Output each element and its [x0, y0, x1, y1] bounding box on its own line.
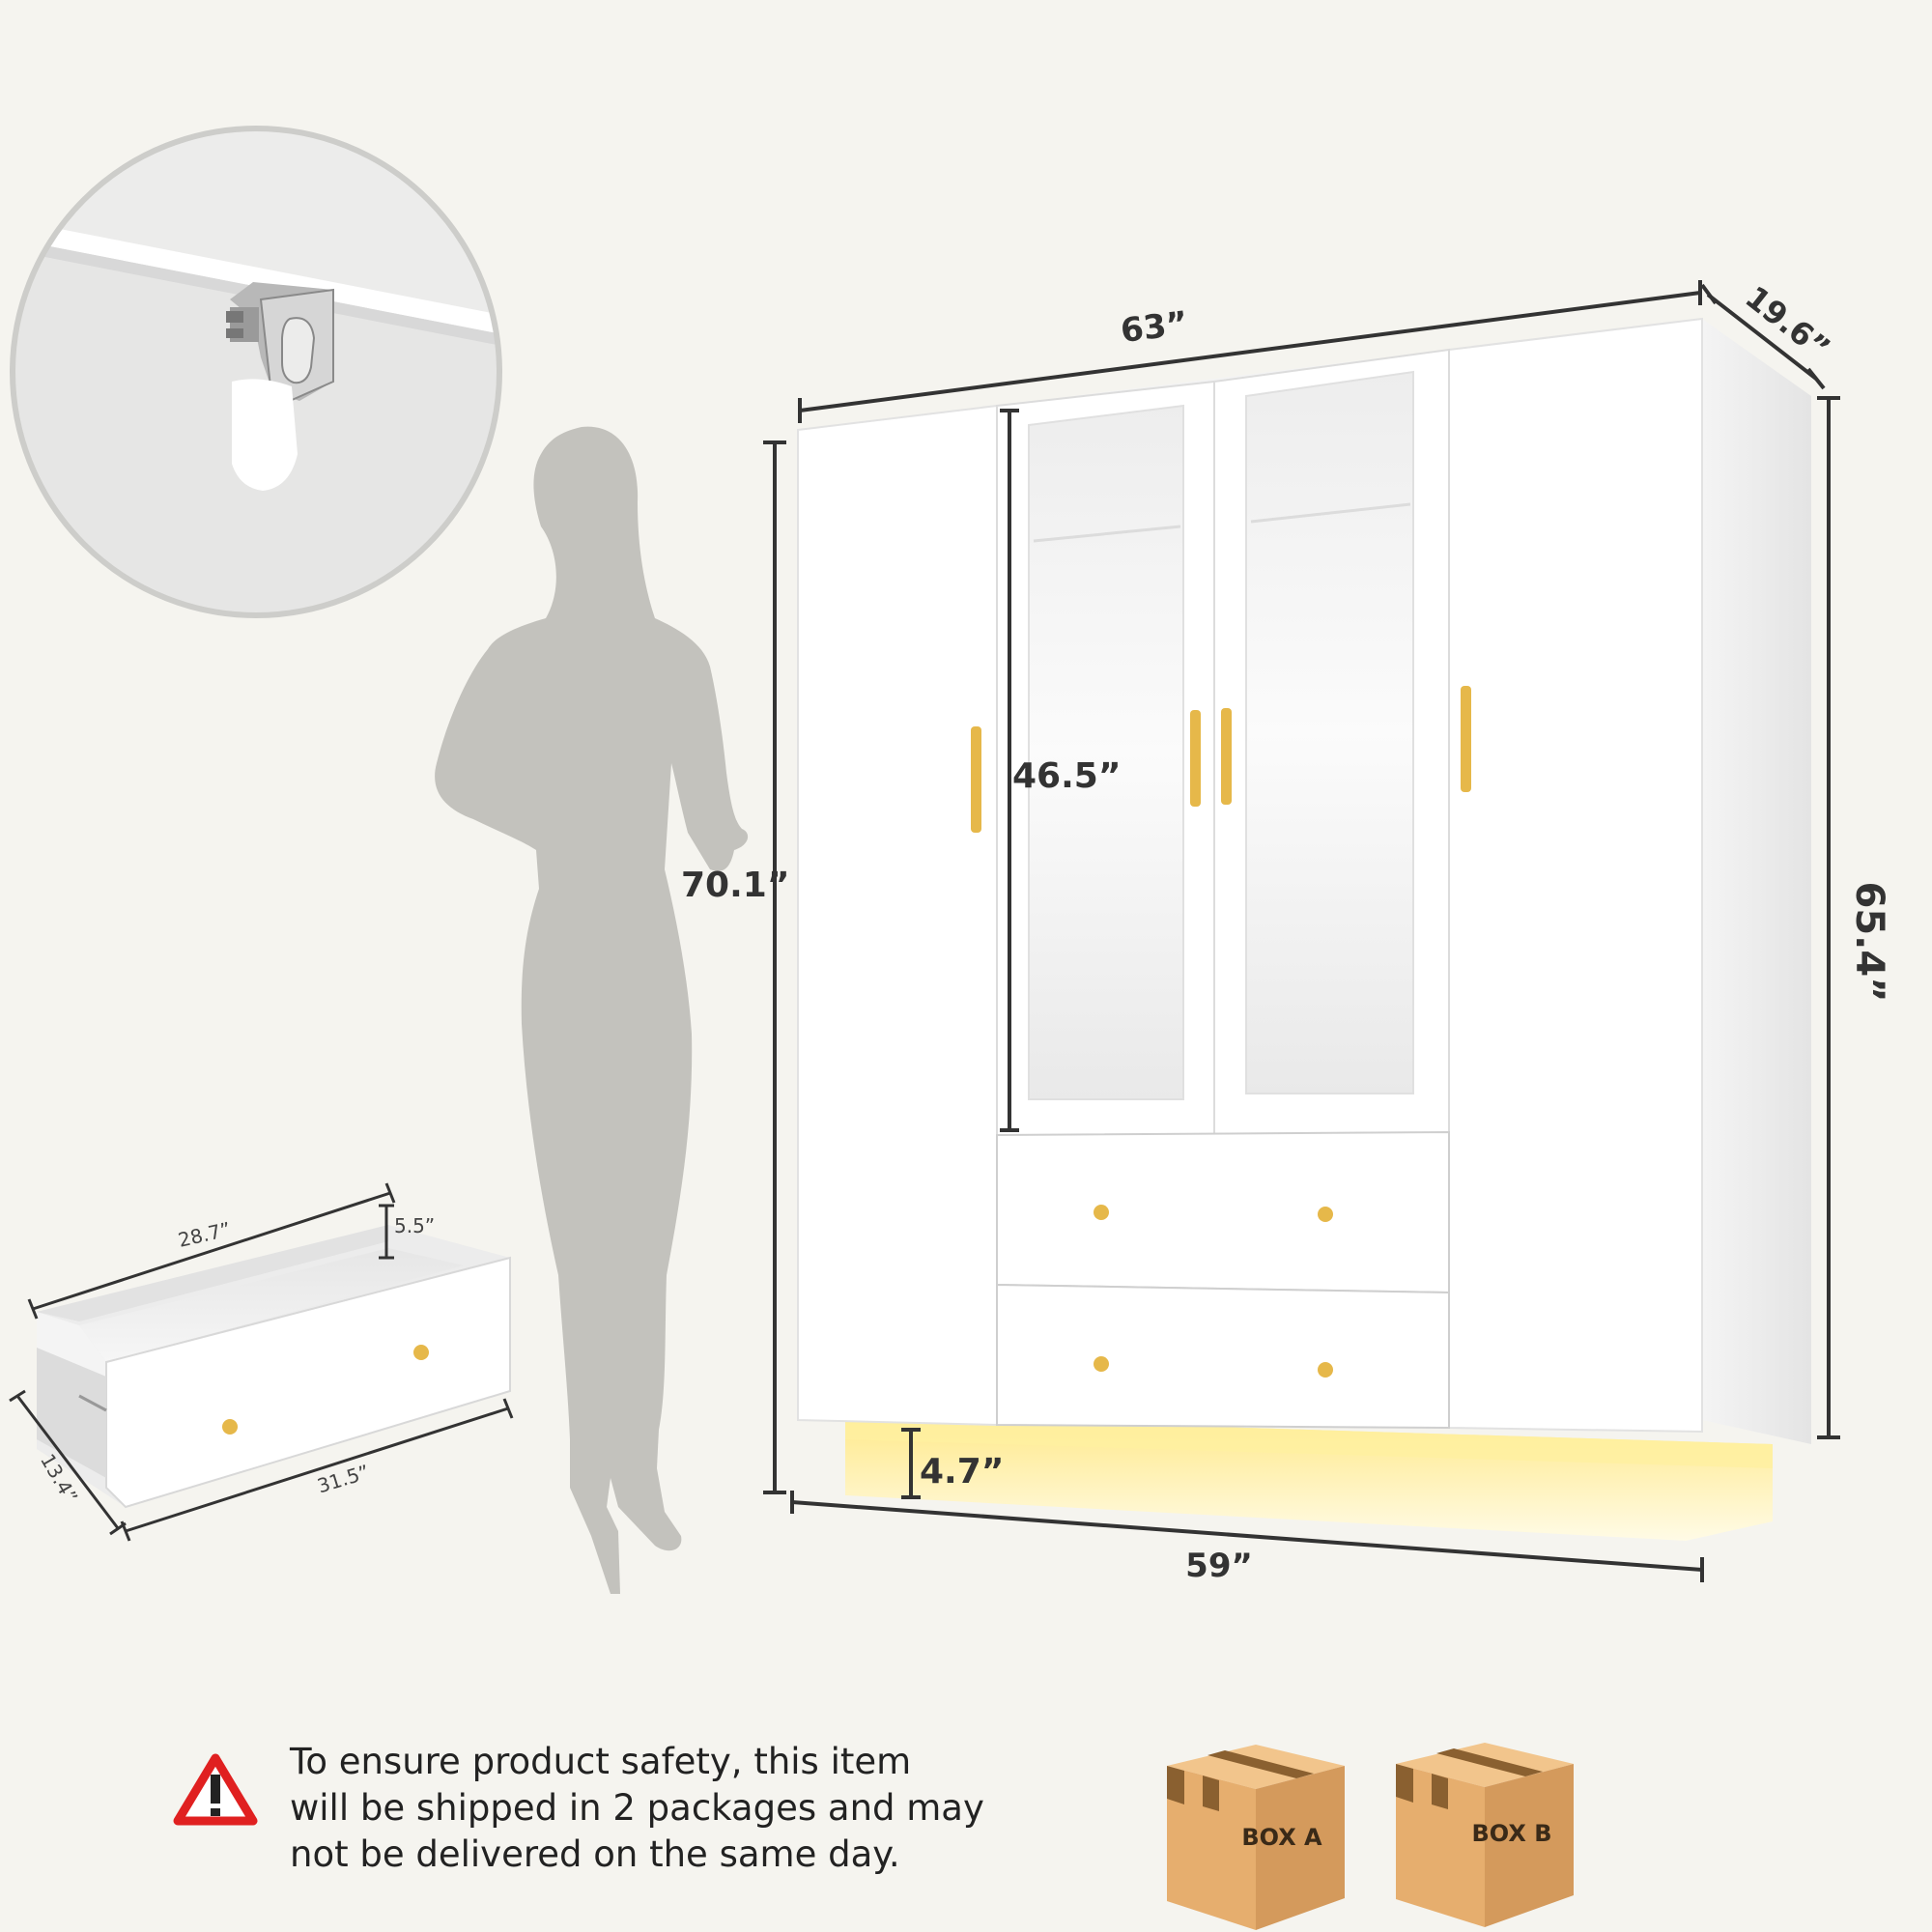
wall-anchor-bracket-icon — [226, 282, 334, 491]
person-silhouette — [435, 426, 749, 1594]
drawer-knob — [1318, 1207, 1333, 1222]
glass-door-right-handle — [1221, 708, 1232, 805]
dim-base-width: 59” — [1185, 1547, 1253, 1585]
drawer-knob — [1094, 1205, 1109, 1220]
dim-height-body: 65.4” — [1847, 882, 1891, 1003]
dimension-lines — [763, 280, 1840, 1582]
wardrobe — [797, 317, 1811, 1541]
drawer-dim-width: 31.5” — [315, 1460, 373, 1497]
dim-base-height: 4.7” — [920, 1452, 1004, 1492]
warning-icon — [173, 1753, 258, 1826]
drawer-detail — [37, 1225, 511, 1509]
drawer-knob — [1094, 1356, 1109, 1372]
drawer-dimension-lines — [9, 1182, 514, 1542]
right-door-handle — [1461, 686, 1471, 792]
wardrobe-side-panel — [1702, 319, 1811, 1444]
dim-width-top: 63” — [1119, 304, 1190, 351]
dim-glass-height: 46.5” — [1012, 756, 1121, 796]
dim-depth: 19.6” — [1739, 278, 1837, 367]
right-door — [1448, 317, 1703, 1434]
left-door-handle — [971, 726, 981, 833]
left-door — [797, 404, 998, 1427]
anchor-detail-circle — [10, 126, 502, 618]
dim-height-total: 70.1” — [681, 866, 789, 905]
notice-line: To ensure product safety, this item — [290, 1741, 912, 1782]
package-box-icon: BOX B — [1396, 1743, 1574, 1927]
package-box-icon: BOX A — [1167, 1745, 1345, 1930]
drawer-bottom — [996, 1283, 1450, 1430]
drawer-dim-height: 5.5” — [394, 1214, 435, 1237]
drawer-knob — [413, 1345, 429, 1360]
drawer-knob — [1318, 1362, 1333, 1378]
box-a-label: BOX A — [1241, 1824, 1322, 1851]
box-b-label: BOX B — [1472, 1820, 1552, 1847]
notice-line: will be shipped in 2 packages and may — [290, 1787, 984, 1829]
drawer-knob — [222, 1419, 238, 1435]
drawer-top — [996, 1130, 1450, 1294]
glass-door-left-handle — [1190, 710, 1201, 807]
shipping-notice: To ensure product safety, this item will… — [290, 1739, 1121, 1878]
notice-line: not be delivered on the same day. — [290, 1833, 900, 1875]
